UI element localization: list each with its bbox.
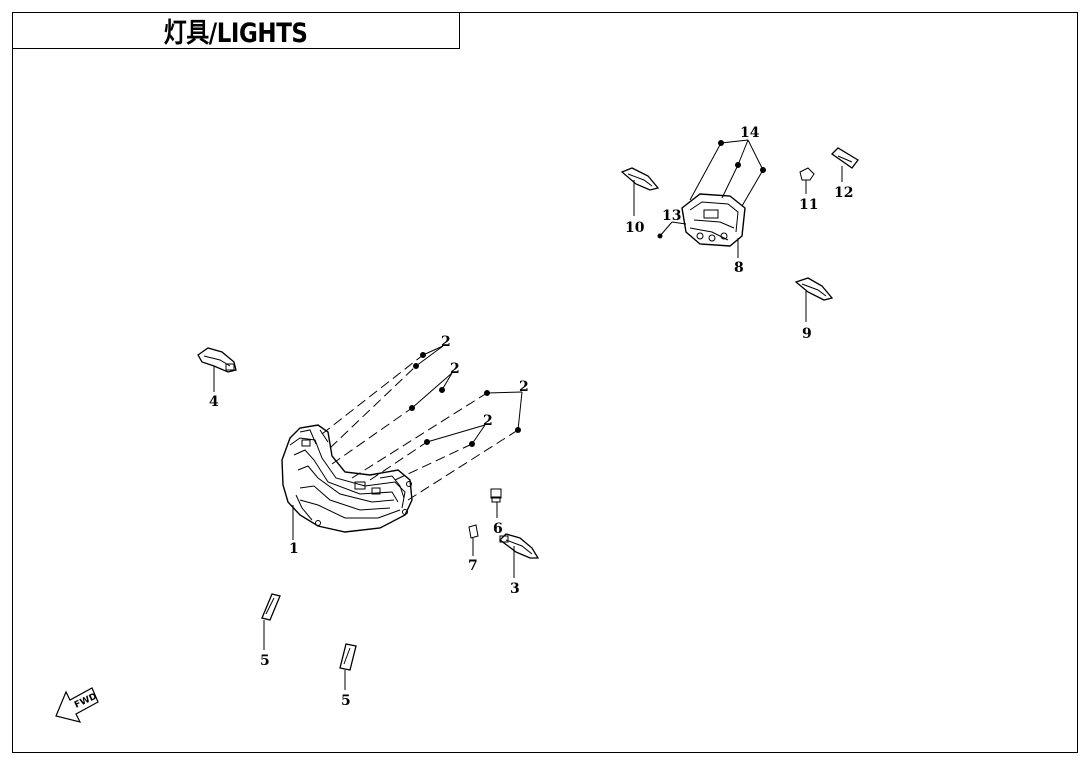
callout-13: 13 [662,208,681,224]
reflector-icon [830,147,859,169]
page-title: 灯具/LIGHTS [164,18,308,49]
plate-light-icon [799,167,815,181]
title-box: 灯具/LIGHTS [12,12,460,49]
callout-2: 2 [519,379,529,395]
callout-9: 9 [802,326,812,342]
callout-5: 5 [341,693,351,709]
clip-icon [468,524,479,539]
taillight-assembly-icon [681,193,746,247]
leader-lines-2 [411,345,523,445]
callout-6: 6 [493,521,503,537]
drawing-frame [12,12,1078,753]
callout-10: 10 [625,220,645,236]
callout-2: 2 [450,361,460,377]
leader-lines-14 [659,139,764,237]
mounting-axis-lines [321,354,519,501]
callout-1: 1 [289,541,299,557]
callout-11: 11 [799,197,818,213]
screw-icons [409,352,521,447]
turn-signal-icon [794,277,834,301]
callout-3: 3 [510,581,520,597]
turn-signal-icon [499,533,540,559]
reflector-icon [261,593,281,621]
reflector-icon [339,643,357,671]
callout-2: 2 [441,334,451,350]
callout-14: 14 [740,125,760,141]
callout-4: 4 [209,394,219,410]
callout-2: 2 [483,413,493,429]
fwd-label: FWD [73,692,99,711]
callout-12: 12 [834,185,853,201]
turn-signal-icon [620,167,660,191]
connector-icon [490,488,502,503]
callout-8: 8 [734,260,744,276]
turn-signal-icon [197,347,237,373]
forward-arrow-icon: FWD [55,687,99,723]
callout-5: 5 [260,653,270,669]
headlight-assembly-icon [281,424,413,533]
callout-7: 7 [468,558,478,574]
